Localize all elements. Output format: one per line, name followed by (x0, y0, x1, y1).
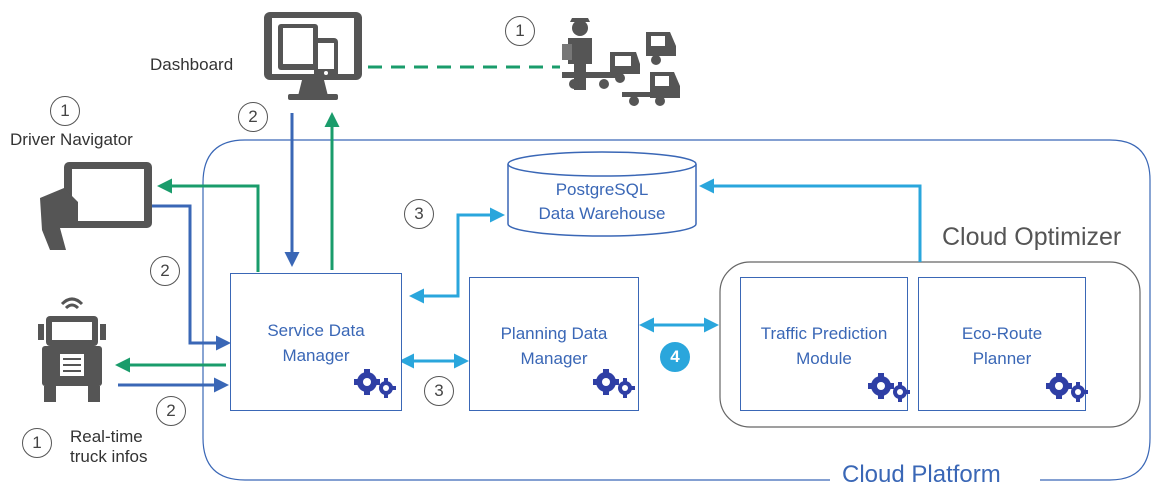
navigator-to-sdm-arrow (152, 204, 231, 351)
step-marker-fleet: 1 (505, 16, 535, 46)
sdm-to-navigator-arrow (157, 178, 260, 272)
cloud-optimizer-boundary (719, 261, 1141, 428)
step-marker-truck-link: 2 (156, 396, 186, 426)
service-data-manager: Service Data Manager (230, 273, 402, 411)
step-marker-dashboard: 2 (238, 102, 268, 132)
planning-data-manager: Planning Data Manager (469, 277, 639, 411)
realtime-truck-infos-label: Real-time truck infos (70, 427, 148, 466)
truck-icon (36, 292, 108, 404)
step-marker-sdm-pdm: 3 (424, 376, 454, 406)
dashboard-label: Dashboard (150, 55, 234, 74)
driver-navigator-icon (38, 158, 156, 253)
step-marker-navigator: 1 (50, 96, 80, 126)
gears-icon (351, 369, 397, 404)
driver-navigator-label: Driver Navigator (10, 130, 133, 149)
cloud-platform-boundary (202, 139, 1151, 481)
gears-icon (1043, 373, 1089, 408)
step-marker-warehouse: 3 (404, 199, 434, 229)
sdm-warehouse-arrow (409, 207, 505, 304)
dashboard-icon (258, 10, 368, 102)
postgresql-warehouse: PostgreSQL Data Warehouse (506, 150, 698, 238)
warehouse-title-line1: PostgreSQL (555, 180, 649, 199)
traffic-prediction-module: Traffic Prediction Module (740, 277, 911, 411)
cloud-optimizer-label: Cloud Optimizer (942, 223, 1122, 251)
step-marker-truck: 1 (22, 428, 52, 458)
eco-route-planner: Eco-Route Planner (918, 277, 1089, 411)
cloud-platform-label: Cloud Platform (842, 461, 1001, 488)
fleet-manager-icon (558, 12, 688, 107)
step-marker-navigator-link: 2 (150, 256, 180, 286)
gears-icon (590, 369, 636, 404)
step-marker-optimizer: 4 (660, 342, 690, 372)
optimizer-to-warehouse-arrow (699, 178, 922, 262)
warehouse-title-line2: Data Warehouse (538, 204, 666, 223)
gears-icon (865, 373, 911, 408)
